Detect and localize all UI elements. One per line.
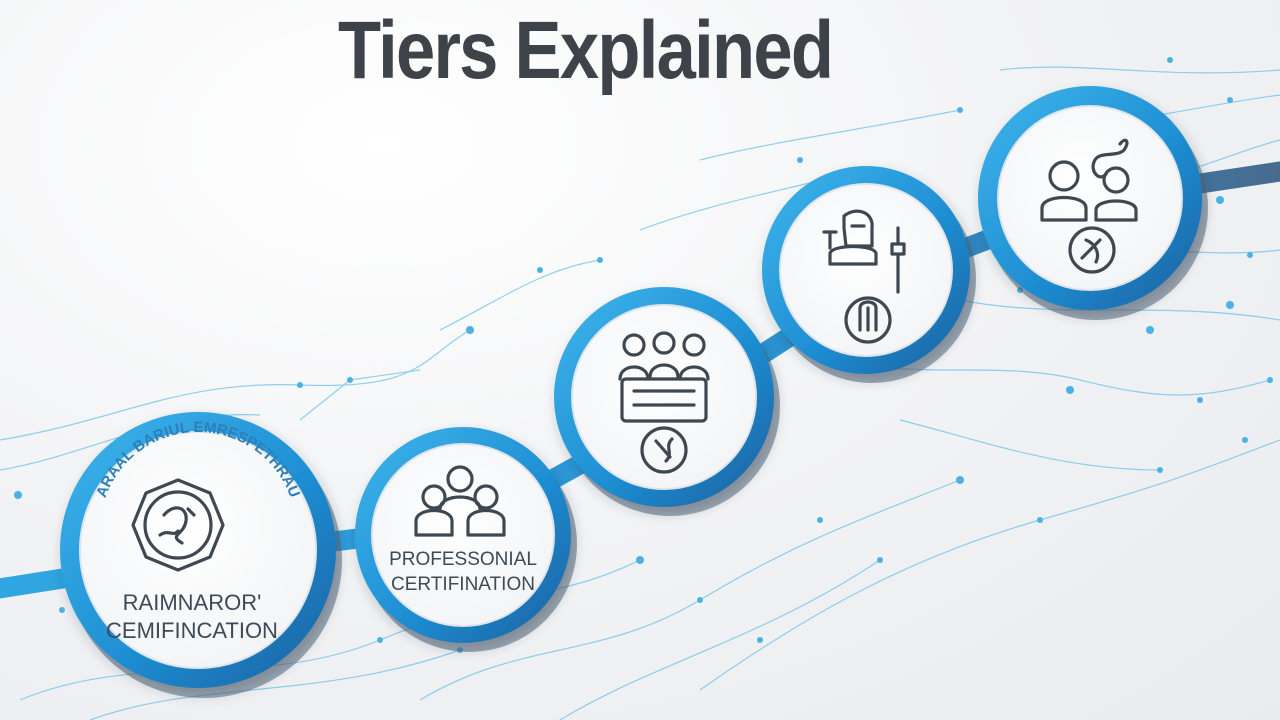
collaboration-people-icon [1040,138,1138,274]
seal-badge-icon [131,478,225,572]
tier-2-face [371,443,555,627]
tier-4-face [779,183,953,357]
tier-1-label-line2: CEMIFINCATION [106,618,278,643]
team-meeting-icon [618,331,710,474]
circuit-nodes [14,57,1273,653]
tier-3-face [571,304,757,490]
tier-2-label-line1: PROFESSONIAL [389,549,537,570]
person-with-tools-icon [822,209,906,344]
tier-1: ARAAL BARIUL EMRESPETHRAU RAIMNAROR' CEM… [60,412,342,698]
tier-5-face [997,105,1183,291]
tier-2: PROFESSONIAL CERTIFINATION [355,427,577,652]
tier-5 [978,86,1208,320]
group-of-people-icon [414,465,506,537]
tier-4 [762,166,976,383]
tier-3 [554,287,780,516]
tier-2-label-line2: CERTIFINATION [391,574,535,595]
page-title: Tiers Explained [338,5,834,96]
tier-1-label-line1: RAIMNAROR' [123,590,262,615]
